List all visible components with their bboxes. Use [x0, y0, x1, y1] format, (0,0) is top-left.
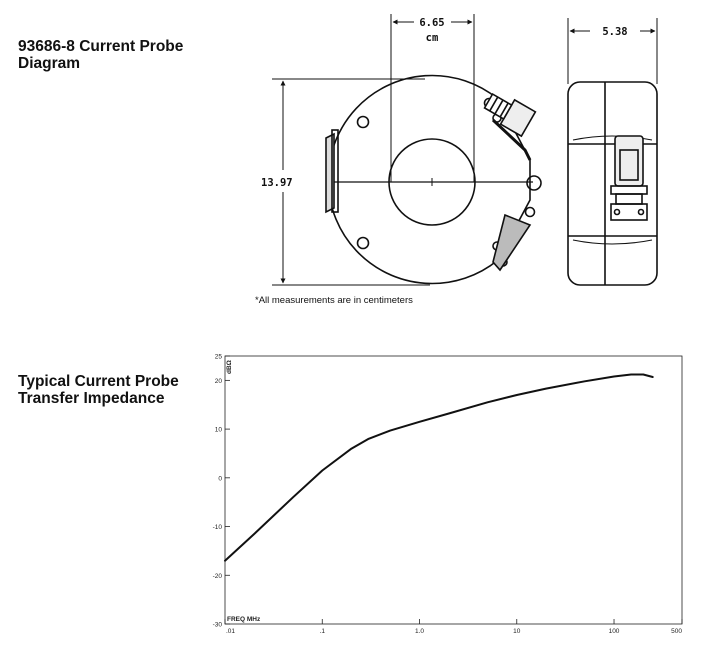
- probe-side-outline: [567, 81, 658, 286]
- y-tick-label: -10: [213, 524, 223, 531]
- chart-title-line1: Typical Current Probe: [18, 373, 179, 390]
- impedance-curve: [224, 373, 654, 562]
- x-tick-label: 500: [671, 628, 682, 635]
- chart-title: Typical Current Probe Transfer Impedance: [18, 373, 179, 407]
- x-tick-label: 10: [513, 628, 521, 635]
- y-tick-label: -30: [213, 622, 223, 629]
- dimension-depth-value: 5.38: [602, 26, 627, 38]
- x-tick-label: 100: [609, 628, 620, 635]
- dimension-height: [272, 78, 430, 286]
- x-tick-label: .1: [320, 628, 326, 635]
- probe-aperture: [388, 138, 476, 226]
- y-tick-label: 10: [215, 427, 223, 434]
- y-tick-label: 0: [218, 475, 222, 482]
- y-tick-label: 25: [215, 354, 223, 361]
- y-tick-label: -20: [213, 573, 223, 580]
- probe-connector: [483, 92, 537, 138]
- probe-front-view: [325, 74, 542, 285]
- probe-diagram-title-line2: Diagram: [18, 55, 81, 72]
- chart-title-line2: Transfer Impedance: [18, 390, 165, 407]
- x-tick-label: .01: [226, 628, 235, 635]
- probe-diagram-title-line1: 93686-8 Current Probe: [18, 38, 184, 55]
- dimension-height-value: 13.97: [261, 177, 293, 189]
- dimension-width-unit: cm: [426, 32, 439, 44]
- dimension-depth: [567, 18, 658, 84]
- probe-hinge: [526, 175, 542, 191]
- probe-diagram-title: 93686-8 Current Probe Diagram: [18, 38, 183, 72]
- plot-frame: [224, 355, 683, 625]
- x-axis-label: FREQ MHz: [227, 616, 261, 623]
- x-tick-label: 1.0: [415, 628, 424, 635]
- dimension-width: [390, 14, 475, 182]
- measurement-note: *All measurements are in centimeters: [255, 295, 413, 306]
- y-axis-label: dBΩ: [226, 360, 233, 374]
- probe-side-view: [567, 81, 658, 286]
- dimension-width-value: 6.65: [419, 17, 444, 29]
- y-tick-label: 20: [215, 378, 223, 385]
